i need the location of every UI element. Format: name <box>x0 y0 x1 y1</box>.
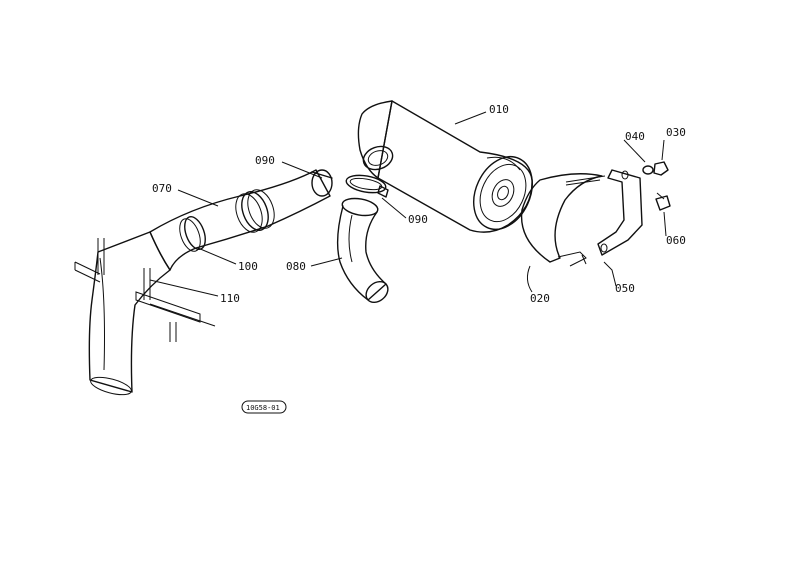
air-cleaner-body <box>357 100 533 233</box>
nut-030-shape <box>653 161 669 176</box>
label-080: 080 <box>286 260 306 273</box>
label-030: 030 <box>666 126 686 139</box>
air-duct <box>149 169 331 271</box>
label-090-upper: 090 <box>255 154 275 167</box>
figure-code: 10G58-01 <box>246 404 280 412</box>
label-020: 020 <box>530 292 550 305</box>
stay-bracket <box>597 169 643 256</box>
label-050: 050 <box>615 282 635 295</box>
label-060: 060 <box>666 234 686 247</box>
figure-code-frame <box>241 400 287 414</box>
leader-lines <box>149 111 667 297</box>
label-070: 070 <box>152 182 172 195</box>
hose-clamps <box>311 169 389 198</box>
label-010: 010 <box>489 103 509 116</box>
label-110: 110 <box>220 292 240 305</box>
elbow-hose <box>336 197 389 304</box>
duct-clamp <box>179 216 206 252</box>
intake-pipe-and-frame <box>74 231 216 396</box>
mounting-band <box>520 173 606 267</box>
label-100: 100 <box>238 260 258 273</box>
label-090-lower: 090 <box>408 213 428 226</box>
washer-040-shape <box>642 165 654 175</box>
hardware <box>642 161 671 211</box>
label-040: 040 <box>625 130 645 143</box>
bolt-060-shape <box>655 195 671 211</box>
